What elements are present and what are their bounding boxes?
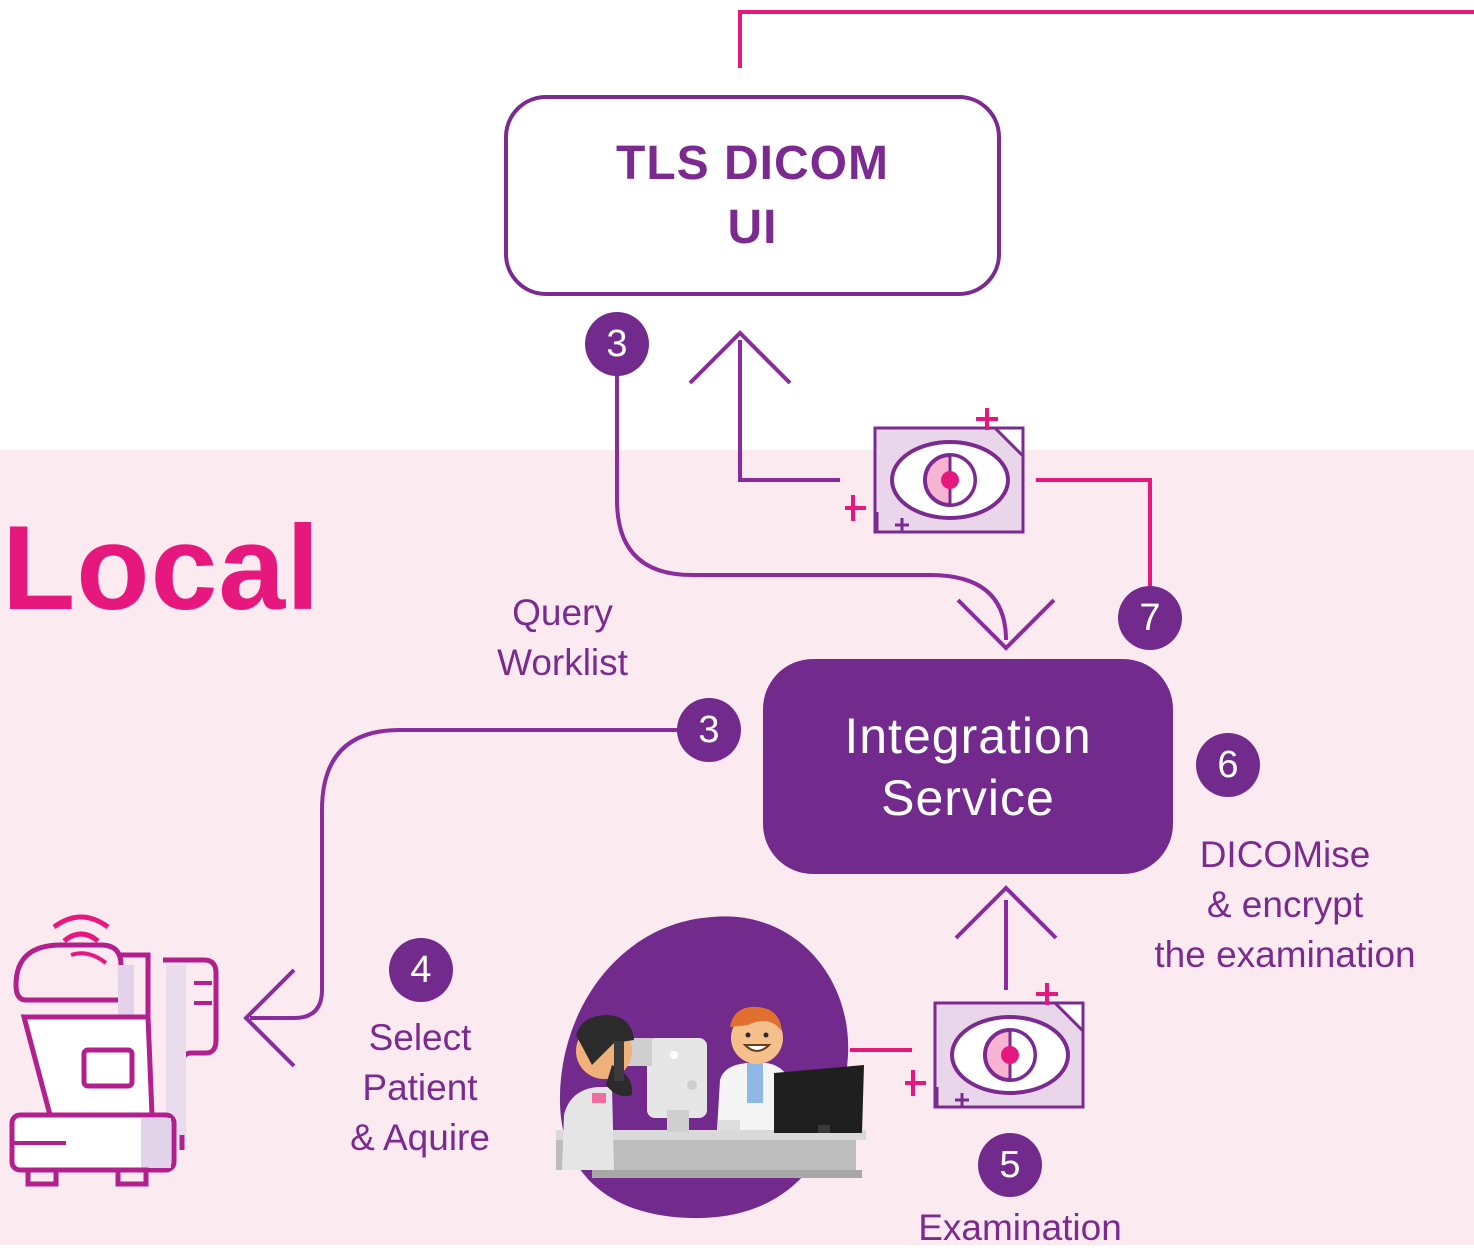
eye-exam-scene-illustration xyxy=(552,915,872,1220)
upload-line-left xyxy=(738,340,840,482)
step-badge-6: 6 xyxy=(1196,733,1260,797)
integration-node-line2: Service xyxy=(881,769,1055,826)
dicomise-label-line3: the examination xyxy=(1154,934,1416,975)
eye-scan-document-icon-top xyxy=(840,400,1030,540)
select-patient-label: Select Patient & Aquire xyxy=(310,1013,530,1163)
tls-node-line1: TLS DICOM xyxy=(616,136,889,190)
dicomise-label: DICOMise & encrypt the examination xyxy=(1105,830,1465,980)
step-badge-5: 5 xyxy=(978,1133,1042,1197)
query-label-line2: Worklist xyxy=(497,642,628,683)
query-worklist-label: Query Worklist xyxy=(450,588,675,688)
select-label-line1: Select xyxy=(368,1017,472,1058)
integration-service-node[interactable]: Integration Service xyxy=(763,659,1173,874)
select-label-line3: & Aquire xyxy=(350,1117,490,1158)
arrowhead-into-integration xyxy=(956,598,1056,651)
arrowhead-up-integration xyxy=(954,885,1058,940)
step-badge-4: 4 xyxy=(389,938,453,1002)
step-badge-3-left: 3 xyxy=(677,698,741,762)
tls-node-line2: UI xyxy=(727,200,778,254)
query-label-line1: Query xyxy=(512,592,613,633)
local-zone-title: Local xyxy=(2,501,321,635)
step-badge-7: 7 xyxy=(1118,586,1182,650)
select-label-line2: Patient xyxy=(362,1067,478,1108)
arrowhead-into-device xyxy=(243,968,296,1068)
upload-line-right xyxy=(1036,478,1152,590)
examination-label-line1: Examination xyxy=(918,1207,1122,1248)
query-worklist-line xyxy=(615,360,1008,641)
examination-label: Examination xyxy=(880,1203,1160,1253)
step-badge-3-top: 3 xyxy=(585,312,649,376)
ophthalmic-device-icon xyxy=(6,905,226,1195)
eye-scan-document-icon-bottom xyxy=(900,975,1090,1115)
select-route-line xyxy=(250,728,680,1020)
tls-dicom-ui-node[interactable]: TLS DICOM UI xyxy=(504,95,1001,296)
integration-node-line1: Integration xyxy=(844,707,1092,764)
arrowhead-into-tls xyxy=(688,330,792,385)
dicomise-label-line1: DICOMise xyxy=(1199,834,1371,875)
cloud-link-line xyxy=(738,10,1474,68)
dicomise-label-line2: & encrypt xyxy=(1206,884,1364,925)
